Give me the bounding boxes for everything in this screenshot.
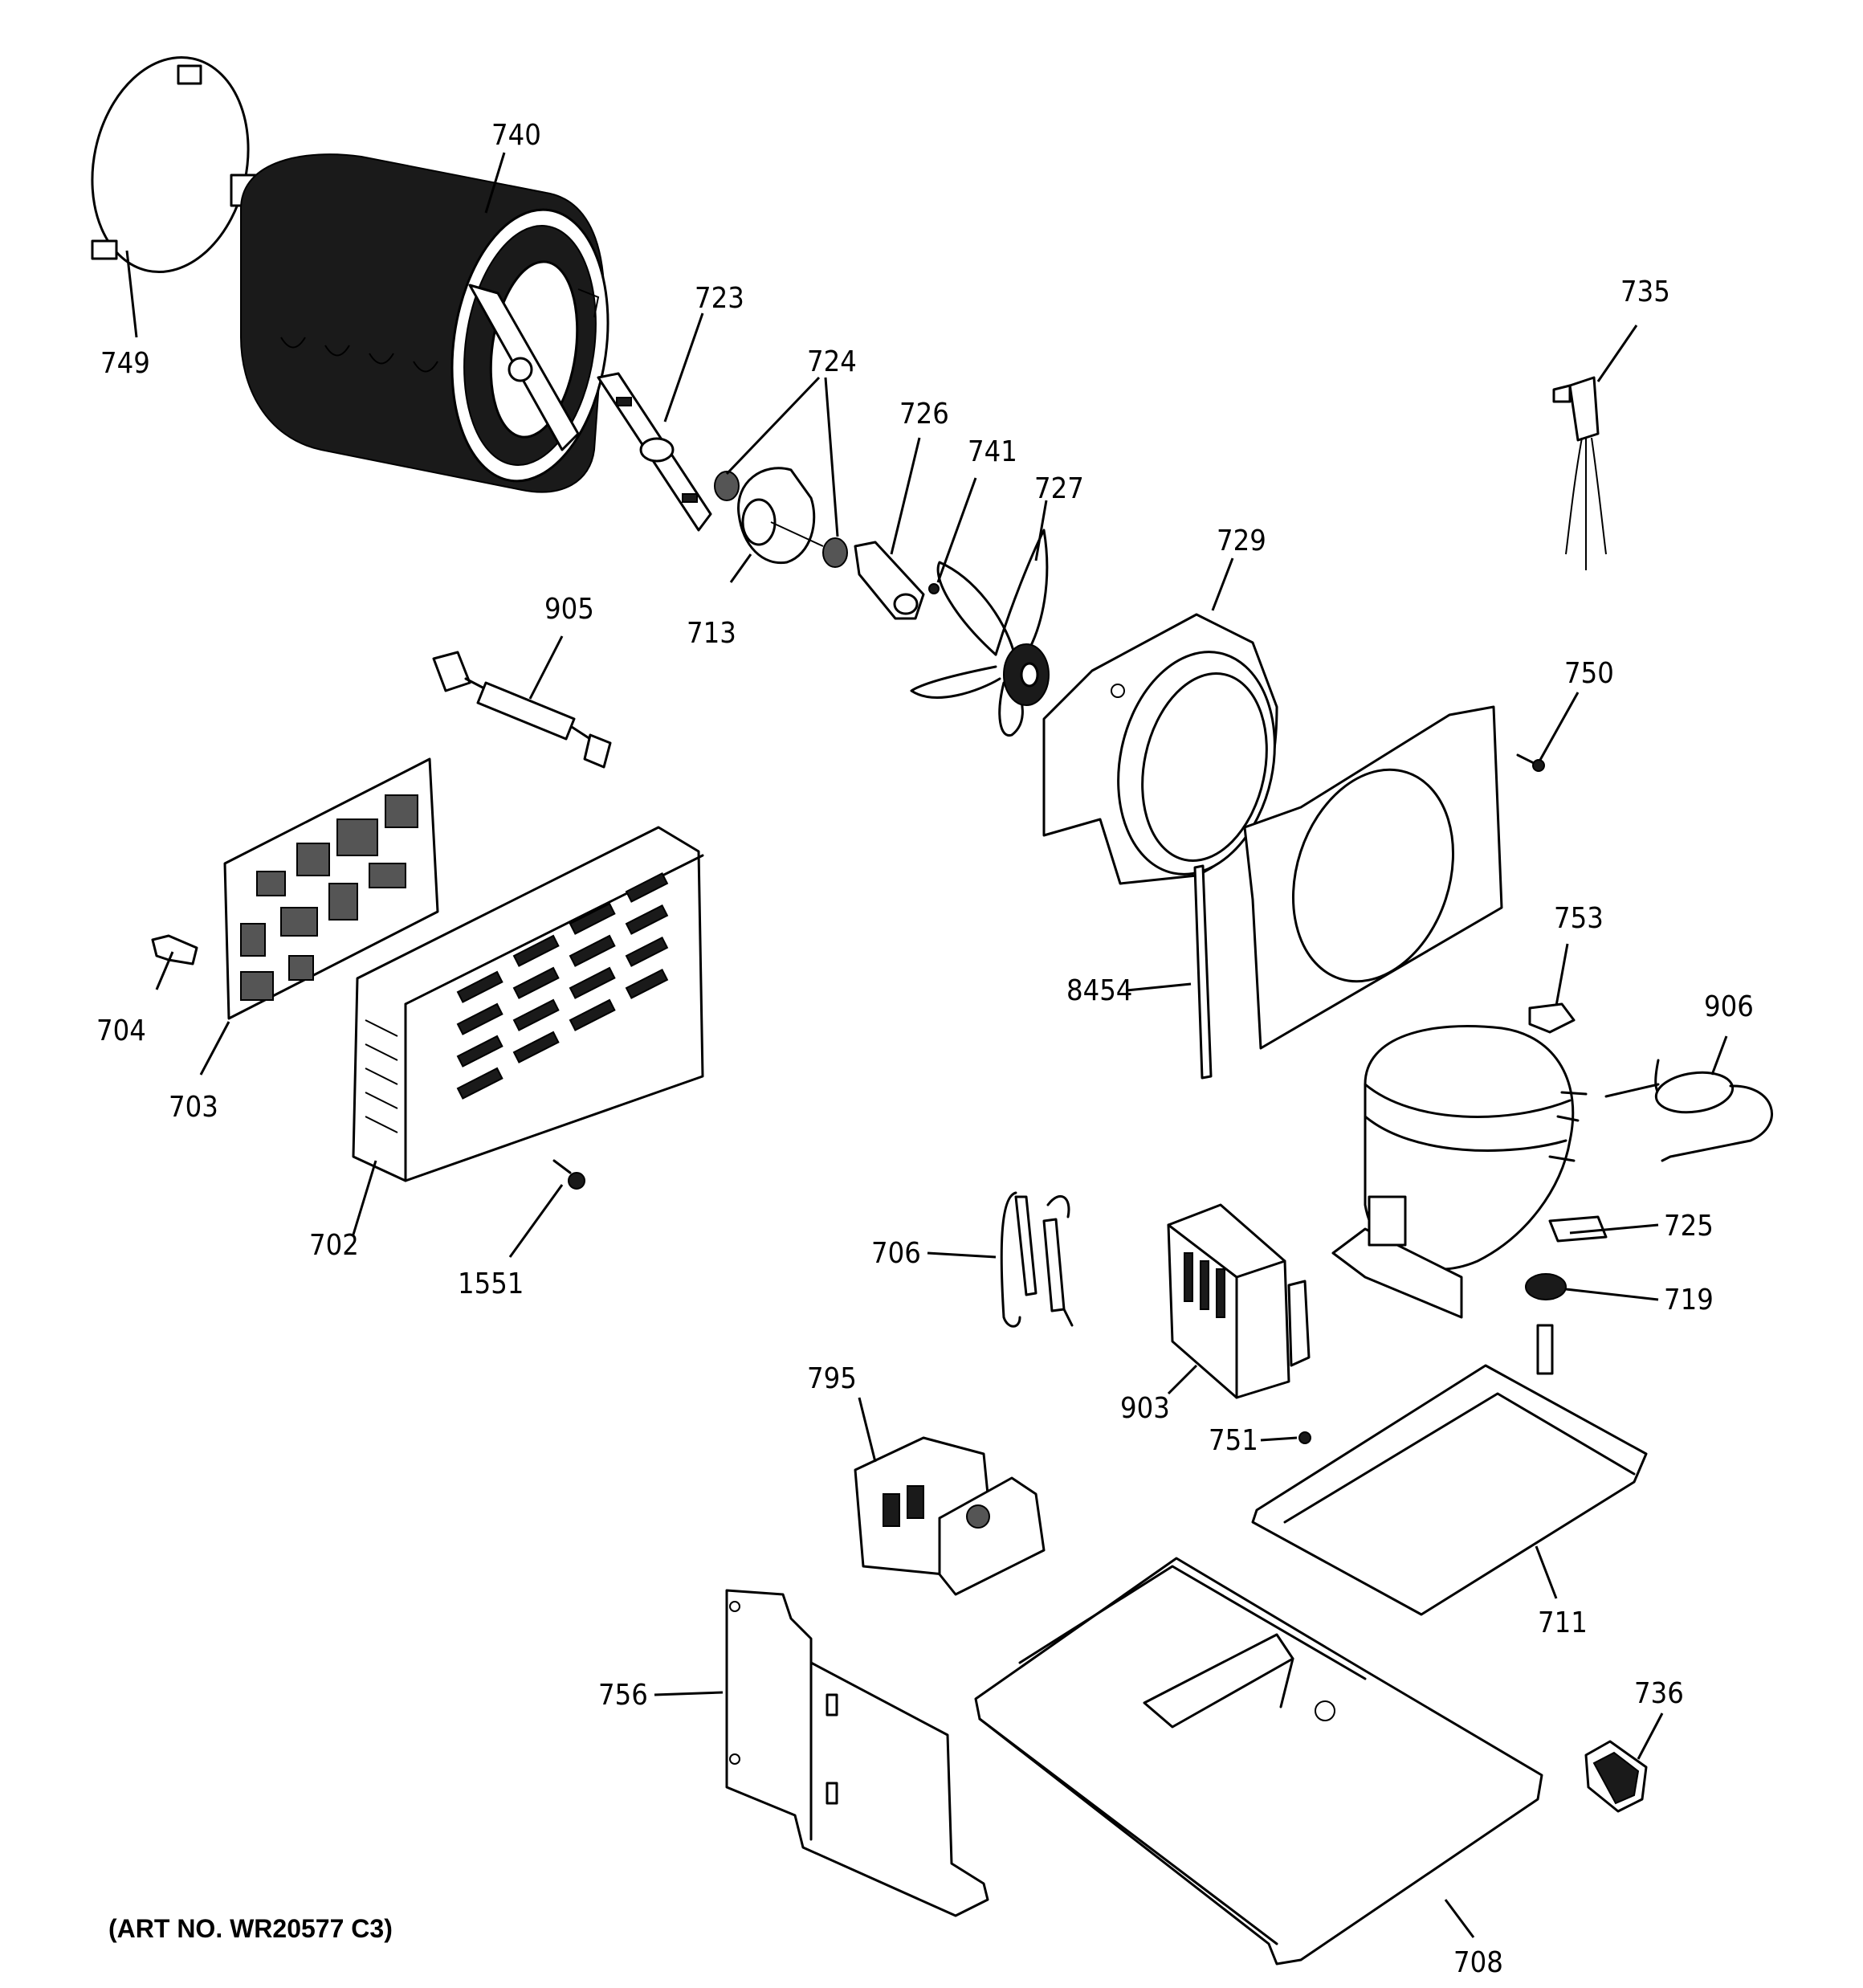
callout-724: 724 xyxy=(807,345,857,378)
callout-741: 741 xyxy=(968,435,1017,468)
part-729-fan-shroud xyxy=(1042,613,1278,885)
callout-727: 727 xyxy=(1034,472,1084,505)
part-703-control-board xyxy=(223,757,439,1020)
part-713-fan-motor xyxy=(737,467,824,565)
part-719-grommet xyxy=(1525,1273,1567,1375)
part-736-rocker-switch xyxy=(1584,1740,1648,1813)
part-735-power-cord xyxy=(1552,376,1607,570)
callout-756: 756 xyxy=(598,1679,648,1712)
callout-723: 723 xyxy=(695,282,744,315)
part-756-side-panel xyxy=(725,1589,989,1917)
callout-labels: 740 749 723 724 735 726 741 727 713 729 … xyxy=(96,119,1754,1979)
callout-740: 740 xyxy=(491,119,541,152)
callout-795: 795 xyxy=(807,1362,857,1395)
callout-713: 713 xyxy=(687,617,736,650)
part-903-inverter xyxy=(1167,1203,1311,1399)
part-8454-seal-strip xyxy=(1193,864,1213,1080)
callout-1551: 1551 xyxy=(458,1268,524,1300)
callout-719: 719 xyxy=(1664,1284,1714,1316)
part-751-screw xyxy=(1298,1431,1311,1444)
part-711-drain-tray xyxy=(1251,1364,1648,1616)
art-number-caption: (ART NO. WR20577 C3) xyxy=(108,1914,393,1943)
part-706-tubing xyxy=(1000,1191,1074,1328)
part-906-drier xyxy=(1604,1059,1773,1162)
callout-703: 703 xyxy=(169,1091,218,1124)
part-749-cover-plate xyxy=(91,55,257,274)
callout-8454: 8454 xyxy=(1066,974,1132,1007)
callout-708: 708 xyxy=(1453,1946,1503,1979)
callout-729: 729 xyxy=(1217,525,1266,557)
part-702-board-cover xyxy=(352,826,704,1182)
callout-735: 735 xyxy=(1620,276,1670,308)
part-753-clip xyxy=(1528,1002,1576,1034)
part-727-fan-blade xyxy=(910,529,1050,737)
callout-704: 704 xyxy=(96,1014,146,1047)
part-750-screw xyxy=(1516,753,1545,772)
callout-749: 749 xyxy=(100,347,150,380)
part-1551-screw xyxy=(552,1159,585,1190)
callout-750: 750 xyxy=(1564,657,1614,690)
part-905-wire-harness xyxy=(432,651,612,769)
callout-702: 702 xyxy=(309,1229,359,1262)
leader-lines xyxy=(125,152,1728,1938)
part-723-motor-bracket xyxy=(597,372,712,532)
part-724-grommets xyxy=(714,471,848,568)
callout-711: 711 xyxy=(1538,1606,1588,1639)
callout-706: 706 xyxy=(871,1237,921,1270)
part-741-screw xyxy=(928,583,940,594)
part-795-water-valve xyxy=(854,1436,1046,1596)
callout-903: 903 xyxy=(1120,1392,1170,1425)
callout-905: 905 xyxy=(544,593,594,626)
part-compressor xyxy=(1331,1025,1608,1319)
part-708-base-pan xyxy=(974,1557,1543,1966)
callout-725: 725 xyxy=(1664,1210,1714,1243)
part-726-bracket xyxy=(854,541,925,620)
callout-751: 751 xyxy=(1209,1424,1258,1457)
callout-753: 753 xyxy=(1554,902,1604,935)
part-740-condenser-coil xyxy=(240,153,609,493)
part-704-clip xyxy=(151,934,198,965)
callout-906: 906 xyxy=(1704,990,1754,1023)
callout-726: 726 xyxy=(899,398,949,431)
part-shroud-mount-plate xyxy=(1243,705,1503,1050)
callout-736: 736 xyxy=(1634,1677,1684,1710)
